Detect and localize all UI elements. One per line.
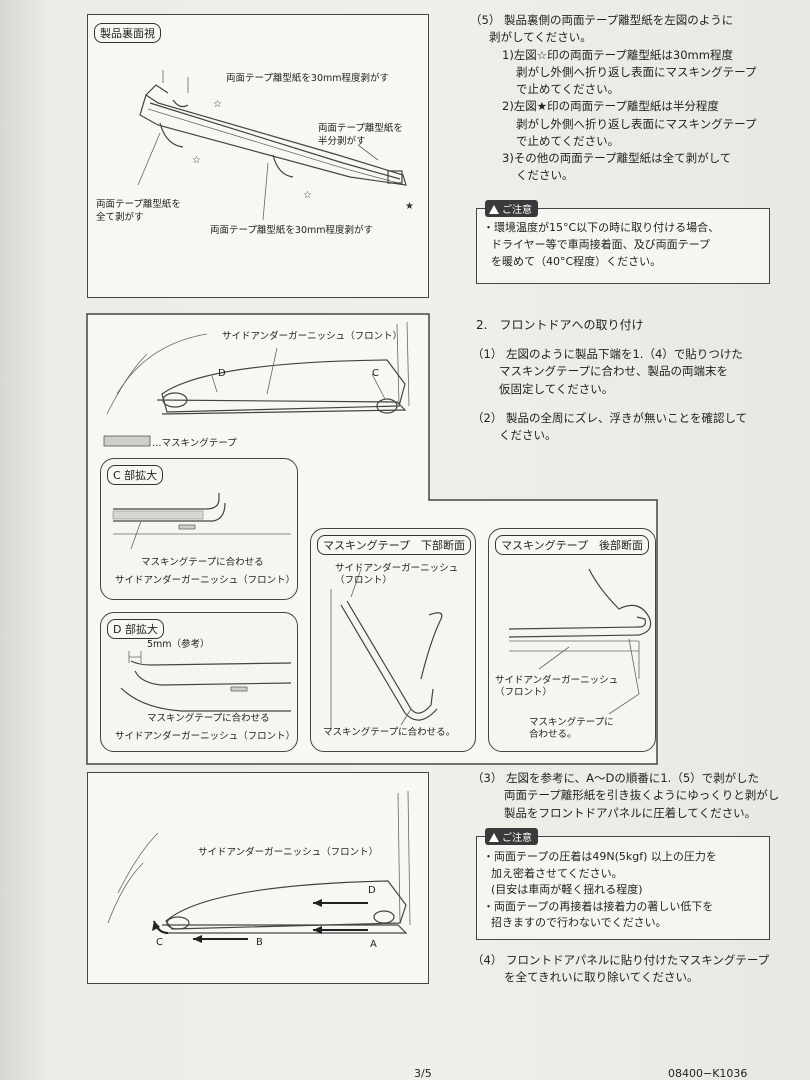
step5-sub2-c: で止めてください。 — [516, 133, 620, 148]
fig1-label-right-1: 両面テープ離型紙を — [318, 123, 403, 134]
fig1-label-bottom: 両面テープ離型紙を30mm程度剥がす — [210, 225, 374, 236]
step5-sub1-c: で止めてください。 — [516, 82, 620, 96]
svg-text:★: ★ — [405, 201, 414, 212]
caution-tag: ご注意 — [485, 200, 538, 217]
caution-tag-label: ご注意 — [502, 833, 532, 844]
fig2-mark-c: C — [372, 368, 379, 379]
pressing-order-drawing — [107, 790, 411, 943]
detail-c-drawing — [112, 493, 291, 550]
section-lower-box: マスキングテープ 下部断面 サイドアンダーガーニッシュ （フロント） マスキング… — [310, 528, 476, 752]
fig1-label-left-1: 両面テープ離型紙を — [96, 199, 181, 210]
caution2-line1: ・両面テープの圧着は49N(5kgf) 以上の圧力を — [483, 850, 717, 863]
step3-line-c: 製品をフロントドアパネルに圧着してください。 — [504, 805, 757, 820]
section-rear-label-2: （フロント） — [495, 687, 553, 698]
section-rear-label-3: マスキングテープに — [529, 717, 614, 728]
step3-line-b: 両面テープ離形紙を引き抜くようにゆっくりと剥がし — [504, 788, 780, 803]
svg-text:☆: ☆ — [303, 190, 312, 201]
caution-tag: ご注意 — [485, 828, 538, 845]
caution1-line1: ・環境温度が15°C以下の時に取り付ける場合、 — [483, 221, 720, 234]
detail-d-box: D 部拡大 5mm（参考） マスキングテープに合わせる サイドアンダーガーニッシ… — [100, 612, 298, 752]
section-rear-label-1: サイドアンダーガーニッシュ — [495, 675, 619, 686]
section-rear-label-4: 合わせる。 — [529, 729, 577, 740]
section-rear-drawing — [508, 568, 652, 715]
step5-text: （5） 製品裏側の両面テープ離型紙を左図のように 剥がしてください。 1)左図☆… — [470, 12, 800, 185]
svg-text:☆: ☆ — [213, 99, 222, 110]
step5-sub3-b: ください。 — [516, 168, 574, 183]
fig3-mark-b: B — [256, 937, 263, 948]
step4-text: （4） フロントドアパネルに貼り付けたマスキングテープ を全てきれいに取り除いて… — [472, 952, 802, 987]
caution2-line3: (目安は車両が軽く揺れる程度) — [491, 883, 643, 896]
masking-tape-legend: …マスキングテープ — [152, 438, 237, 449]
caution-tag-label: ご注意 — [502, 205, 532, 216]
product-back-drawing: ☆ ☆ ☆ ★ — [137, 70, 414, 221]
detail-d-label-2: サイドアンダーガーニッシュ（フロント） — [115, 731, 296, 742]
caution2-line5: 招きますので行わないでください。 — [491, 916, 667, 929]
step4-line-b: を全てきれいに取り除いてください。 — [504, 970, 699, 985]
fig2-mark-d: D — [218, 368, 226, 379]
caution1-line3: を暖めて（40°C程度）ください。 — [491, 255, 662, 269]
detail-d-label-1: マスキングテープに合わせる — [147, 713, 270, 724]
page-number: 3/5 — [414, 1067, 432, 1080]
caution2-text: ・両面テープの圧着は49N(5kgf) 以上の圧力を 加え密着させてください。 … — [483, 849, 717, 932]
section2-p1-c: 仮固定してください。 — [499, 381, 614, 396]
section2-p1-b: マスキングテープに合わせ、製品の両端末を — [499, 364, 728, 379]
section2-text: （1） 左図のように製品下端を1.（4）で貼りつけた マスキングテープに合わせ、… — [472, 346, 802, 444]
step5-head2: 剥がしてください。 — [489, 30, 592, 45]
detail-c-label-1: マスキングテープに合わせる — [141, 557, 264, 568]
detail-d-tag: D 部拡大 — [107, 619, 164, 639]
svg-text:☆: ☆ — [192, 155, 201, 166]
section-rear-tag: マスキングテープ 後部断面 — [495, 535, 650, 555]
detail-d-drawing — [120, 651, 292, 712]
detail-c-tag: C 部拡大 — [107, 465, 164, 485]
step5-sub1-a: 1)左図☆印の両面テープ離型紙は30mm程度 — [502, 47, 733, 62]
caution-box-pressure: ご注意 ・両面テープの圧着は49N(5kgf) 以上の圧力を 加え密着させてくだ… — [476, 828, 770, 940]
caution1-text: ・環境温度が15°C以下の時に取り付ける場合、 ドライヤー等で車両接着面、及び両… — [483, 219, 719, 270]
step5-head: （5） 製品裏側の両面テープ離型紙を左図のように — [470, 13, 734, 27]
figure-product-back-view: 製品裏面視 ☆ ☆ ☆ ★ 両面テープ離型紙を30mm程度剥がす 両面テープ離型… — [87, 14, 429, 298]
caution-box-temperature: ご注意 ・環境温度が15°C以下の時に取り付ける場合、 ドライヤー等で車両接着面… — [476, 200, 770, 284]
caution1-line2: ドライヤー等で車両接着面、及び両面テープ — [491, 238, 711, 252]
step4-line-a: （4） フロントドアパネルに貼り付けたマスキングテープ — [472, 953, 770, 967]
section-rear-box: マスキングテープ 後部断面 サイドアンダーガーニッシュ （フロント） マスキング… — [488, 528, 656, 752]
figure-tag: 製品裏面視 — [94, 23, 161, 43]
step5-sub1-b: 剥がし外側へ折り返し表面にマスキングテープ — [516, 64, 757, 79]
fig2-title-label: サイドアンダーガーニッシュ（フロント） — [222, 331, 403, 342]
section2-p2-b: ください。 — [499, 428, 557, 442]
fig1-label-top: 両面テープ離型紙を30mm程度剥がす — [226, 73, 390, 84]
section-lower-drawing — [330, 568, 443, 729]
detail-c-label-2: サイドアンダーガーニッシュ（フロント） — [115, 575, 296, 586]
fig1-label-left-2: 全て剥がす — [96, 212, 144, 223]
step5-sub2-b: 剥がし外側へ折り返し表面にマスキングテープ — [516, 116, 757, 131]
caution2-line4: ・両面テープの再接着は接着力の著しい低下を — [483, 899, 714, 913]
warning-icon — [489, 205, 499, 214]
section-lower-label-1: サイドアンダーガーニッシュ — [335, 563, 459, 574]
detail-c-box: C 部拡大 マスキングテープに合わせる サイドアンダーガーニッシュ（フロント） — [100, 458, 298, 600]
caution2-line2: 加え密着させてください。 — [491, 866, 623, 880]
section2-p1-a: （1） 左図のように製品下端を1.（4）で貼りつけた — [472, 347, 743, 361]
fig3-label: サイドアンダーガーニッシュ（フロント） — [198, 847, 379, 858]
figure-pressing-order: サイドアンダーガーニッシュ（フロント） D A B C — [87, 772, 429, 984]
section2-title: 2. フロントドアへの取り付け — [476, 318, 644, 332]
step3-line-a: （3） 左図を参考に、A～Dの順番に1.（5）で剥がした — [472, 771, 760, 785]
section2-p2-a: （2） 製品の全周にズレ、浮きが無いことを確認して — [472, 410, 748, 425]
section-lower-label-2: （フロント） — [335, 575, 393, 586]
warning-icon — [489, 833, 499, 842]
document-code: 08400−K1036 — [668, 1067, 748, 1080]
fig3-mark-d: D — [368, 885, 376, 896]
section-lower-tag: マスキングテープ 下部断面 — [317, 535, 472, 555]
fig1-label-right-2: 半分剥がす — [318, 136, 366, 147]
step5-sub2-a: 2)左図★印の両面テープ離型紙は半分程度 — [502, 99, 719, 114]
fig3-mark-a: A — [370, 939, 377, 950]
step3-text: （3） 左図を参考に、A～Dの順番に1.（5）で剥がした 両面テープ離形紙を引き… — [472, 770, 802, 822]
fig3-mark-c: C — [156, 937, 163, 948]
section-lower-label-3: マスキングテープに合わせる。 — [323, 727, 456, 738]
detail-d-ref: 5mm（参考） — [147, 639, 210, 650]
step5-sub3-a: 3)その他の両面テープ離型紙は全て剥がして — [502, 151, 732, 165]
